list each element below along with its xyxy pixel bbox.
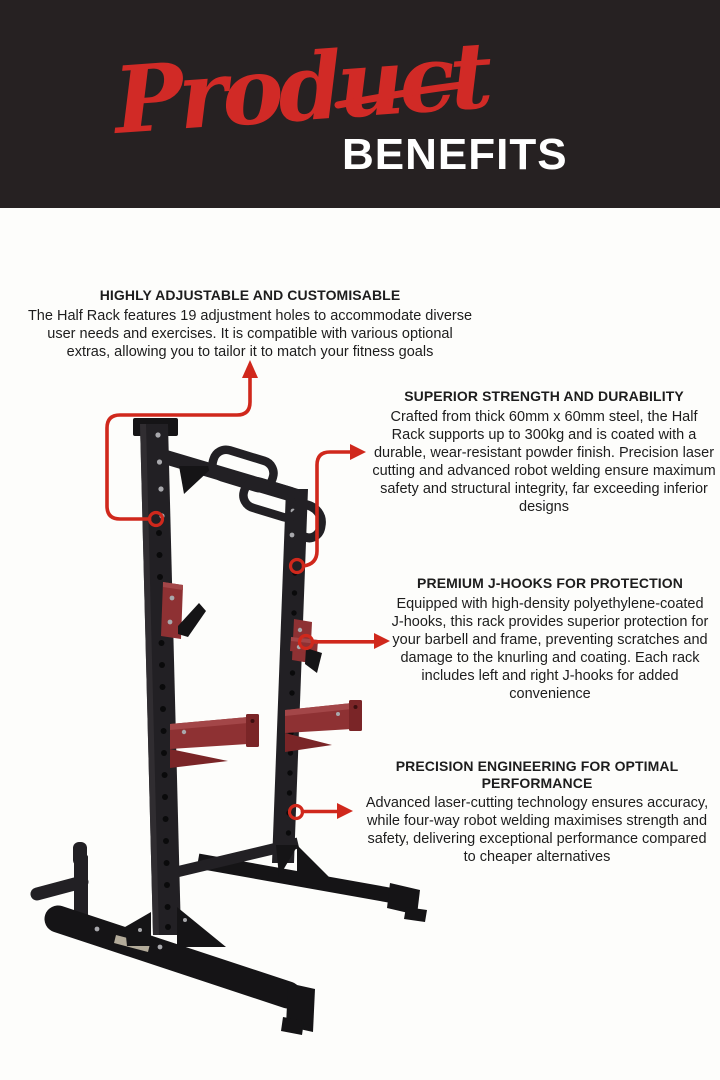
arrow-right-icon	[350, 444, 366, 460]
arrow-right-icon	[374, 633, 390, 649]
rack-right-spotter-arm	[285, 700, 362, 752]
benefit-title: PREMIUM J-HOOKS FOR PROTECTION	[417, 575, 683, 591]
benefit-title: SUPERIOR STRENGTH AND DURABILITY	[404, 388, 684, 404]
rack-weight-peg	[30, 842, 89, 925]
connector-adjustable	[105, 360, 258, 528]
rack-right-gussets	[276, 845, 330, 878]
rack-right-jhook	[290, 619, 322, 673]
rack-right-upright	[272, 489, 308, 863]
anchor-dot	[288, 557, 306, 575]
benefit-block-precision: PRECISION ENGINEERING FOR OPTIMAL PERFOR…	[360, 758, 714, 866]
rack-side-rail	[166, 837, 300, 880]
rack-rear-runner	[196, 853, 427, 922]
connector-precision	[287, 803, 353, 821]
header-main-word: BENEFITS	[342, 130, 568, 179]
anchor-dot	[147, 510, 165, 528]
benefit-body: Advanced laser-cutting technology ensure…	[365, 795, 709, 866]
header-banner: Product BENEFITS	[0, 0, 720, 208]
benefit-body: The Half Rack features 19 adjustment hol…	[27, 307, 473, 360]
benefit-block-adjustable: HIGHLY ADJUSTABLE AND CUSTOMISABLE The H…	[27, 287, 473, 361]
connector-line	[105, 376, 252, 521]
benefit-body: Equipped with high-density polyethylene-…	[391, 595, 709, 702]
rack-pullup-bar	[167, 445, 326, 543]
benefit-block-strength: SUPERIOR STRENGTH AND DURABILITY Crafted…	[372, 388, 716, 516]
rack-front-runner	[44, 905, 315, 1035]
rack-left-spotter-arm	[170, 714, 259, 768]
anchor-dot	[287, 803, 305, 821]
arrow-right-icon	[337, 803, 353, 819]
rack-left-upright	[133, 418, 181, 935]
anchor-dot	[297, 633, 315, 651]
rack-left-jhook	[161, 582, 206, 639]
benefit-block-jhooks: PREMIUM J-HOOKS FOR PROTECTION Equipped …	[390, 575, 710, 703]
connector-line	[301, 450, 353, 568]
benefit-body: Crafted from thick 60mm x 60mm steel, th…	[372, 408, 716, 515]
connector-strength	[288, 444, 366, 575]
arrow-up-icon	[242, 360, 258, 378]
rack-left-gussets	[125, 907, 226, 947]
benefit-title: PRECISION ENGINEERING FOR OPTIMAL PERFOR…	[395, 758, 679, 791]
connector-jhooks	[297, 633, 390, 651]
benefit-title: HIGHLY ADJUSTABLE AND CUSTOMISABLE	[99, 287, 401, 303]
